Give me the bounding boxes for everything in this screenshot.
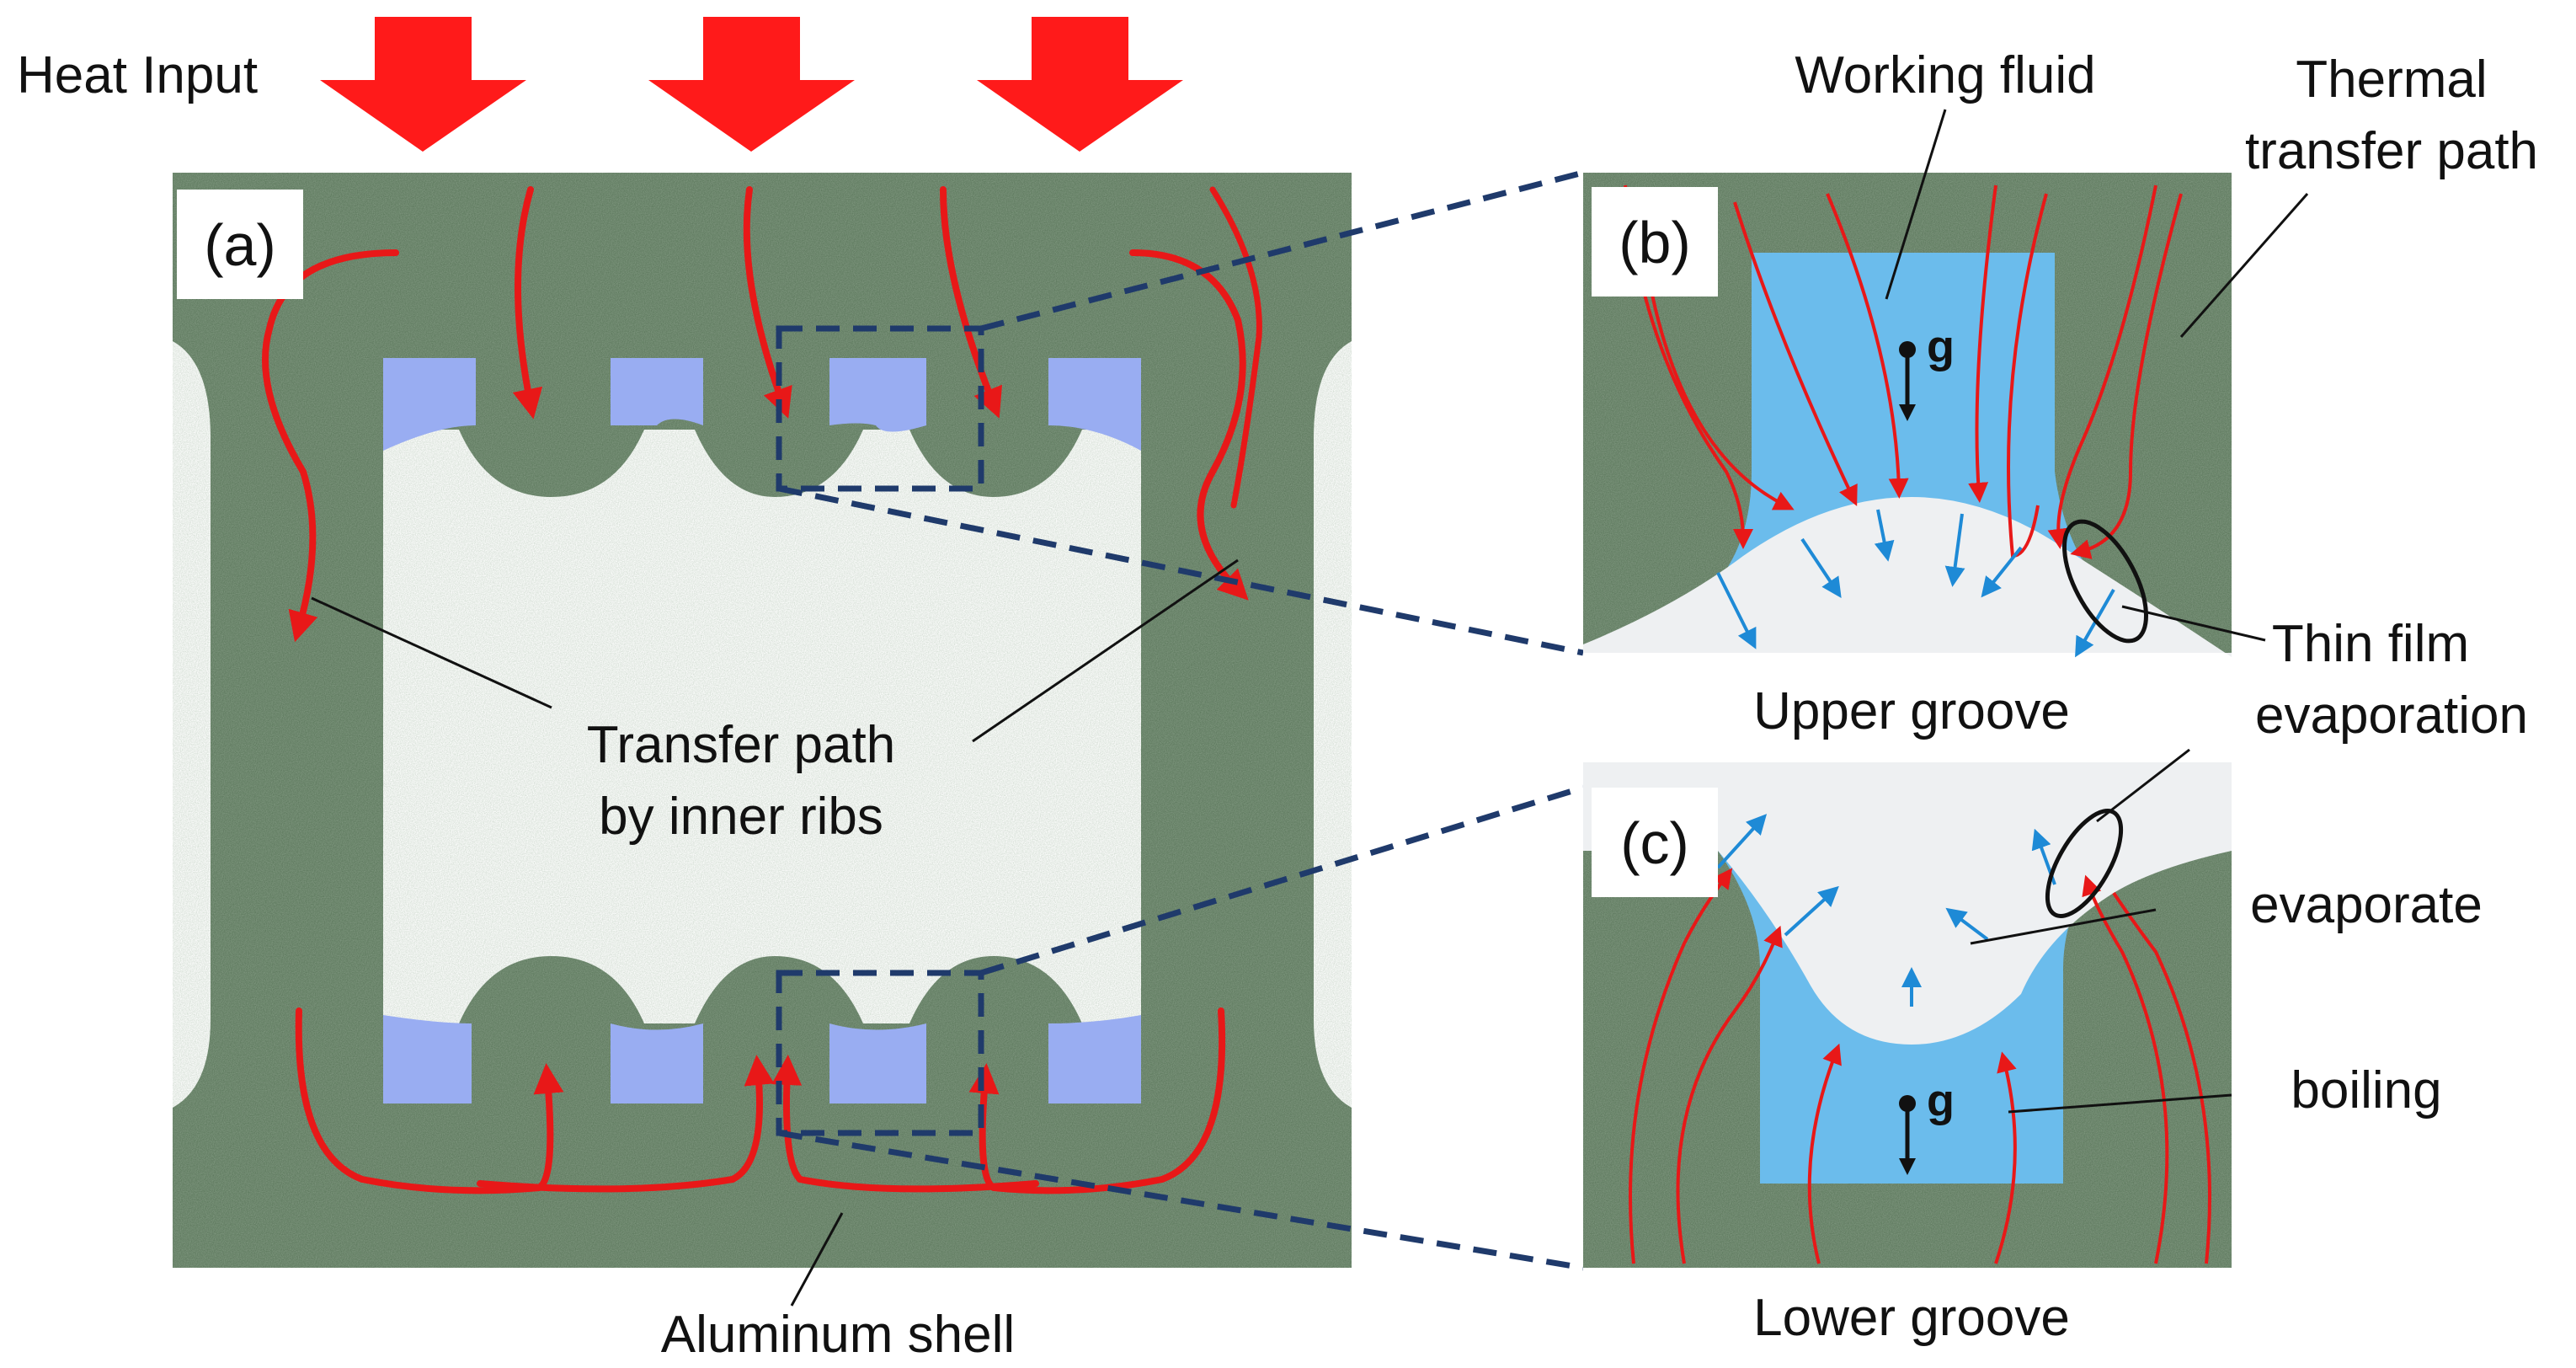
thermal-transfer-path-label-line1: Thermal (2296, 51, 2487, 109)
lower-groove-heat-paths (1629, 868, 2211, 1264)
transfer-path-label-line2: by inner ribs (599, 788, 883, 846)
transfer-path-label-line1: Transfer path (587, 716, 895, 774)
gravity-label-c: g (1927, 1076, 1955, 1126)
panel-c: g (c) Thin film evaporation evaporate bo… (1583, 615, 2528, 1347)
gravity-label-b: g (1927, 322, 1955, 372)
thin-film-label-line1: Thin film (2272, 615, 2469, 673)
down-arrow-icon (648, 17, 855, 152)
transfer-path-leader-left (311, 596, 552, 709)
panel-a-tag: (a) (204, 212, 276, 278)
evaporation-leader (2096, 748, 2190, 823)
lower-vapor-region (1583, 762, 2232, 1045)
boiling-label: boiling (2291, 1061, 2441, 1120)
zoom-boxes (776, 169, 1585, 1271)
thermal-path-leader (2179, 193, 2309, 338)
thermal-transfer-path-label-line2: transfer path (2245, 122, 2538, 180)
transfer-path-leader-right (972, 558, 1239, 743)
thin-film-ellipse-c (2045, 809, 2124, 918)
lower-groove-label: Lower groove (1753, 1289, 2070, 1347)
upper-groove-fluid (383, 358, 1141, 451)
upper-vapor-region (1583, 497, 2232, 657)
evaporate-label: evaporate (2250, 876, 2483, 934)
working-fluid-leader (1885, 109, 1947, 300)
heat-path-arrows (262, 186, 1262, 1194)
heat-input-arrows (320, 17, 1183, 152)
lower-groove-fluid (383, 1015, 1141, 1103)
upper-groove-heat-paths (1624, 184, 2183, 559)
upper-groove-vapor-arrows (1716, 509, 2115, 658)
upper-groove-label: Upper groove (1753, 682, 2070, 740)
panel-b-tag: (b) (1619, 210, 1691, 275)
evaporate-leader (1970, 908, 2157, 945)
working-fluid-label: Working fluid (1795, 46, 2095, 104)
down-arrow-icon (977, 17, 1183, 152)
aluminum-shell-label: Aluminum shell (661, 1306, 1015, 1364)
heat-input-label: Heat Input (17, 46, 258, 104)
panel-c-tag: (c) (1620, 810, 1689, 876)
panel-b-tag-box (1592, 187, 1718, 297)
panel-c-tag-box (1592, 788, 1718, 897)
panel-a: (a) Transfer path by inner ribs Aluminum… (17, 17, 1585, 1364)
boiling-leader (2008, 1093, 2232, 1114)
thin-film-label-line2: evaporation (2255, 687, 2528, 745)
aluminum-shell-leader (790, 1212, 844, 1307)
thin-film-ellipse-b (2062, 519, 2148, 644)
down-arrow-icon (320, 17, 526, 152)
gravity-arrow-icon (1899, 1095, 1916, 1175)
thin-film-leader (2121, 605, 2266, 642)
gravity-arrow-icon (1899, 341, 1916, 421)
panel-a-tag-box (177, 190, 303, 299)
panel-b: g (b) Working fluid Thermal transfer pat… (1583, 46, 2538, 740)
